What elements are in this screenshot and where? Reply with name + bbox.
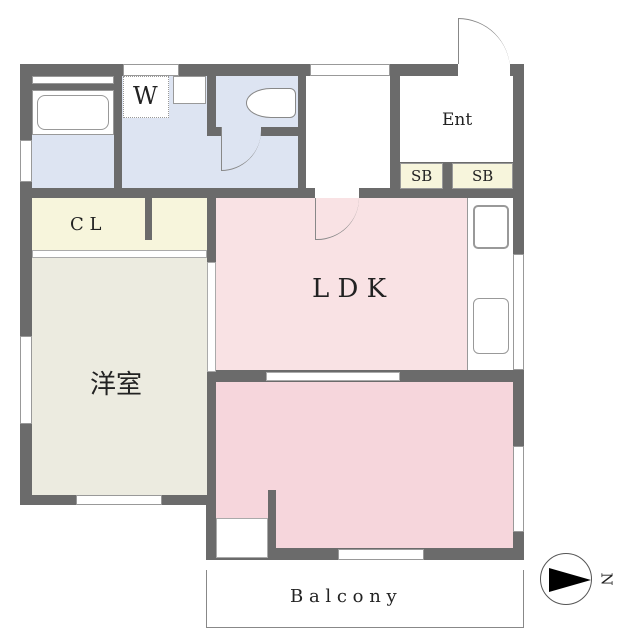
compass-label: N — [597, 572, 616, 586]
shoe-box-1 — [400, 163, 443, 189]
north-arrow-icon — [549, 568, 591, 592]
hall-window[interactable] — [310, 64, 390, 76]
toilet-bowl — [246, 88, 296, 118]
western-room-door[interactable] — [207, 262, 216, 372]
closet-label: C L — [70, 214, 102, 235]
storage-shelf — [32, 76, 114, 84]
ldk-door-opening — [315, 188, 359, 198]
washing-machine-space — [123, 76, 169, 118]
kitchen-window[interactable] — [513, 254, 524, 370]
entrance-door[interactable] — [458, 18, 510, 70]
entrance-label: Ent — [442, 110, 473, 130]
shoe-box-2-label: SB — [472, 167, 494, 185]
bedroom-closet — [216, 518, 268, 558]
stove-icon — [473, 205, 509, 249]
bath-window[interactable] — [20, 140, 32, 182]
western-room-label: 洋室 — [90, 370, 143, 400]
compass — [540, 553, 592, 605]
western-window-bottom[interactable] — [76, 495, 162, 505]
western-window-left[interactable] — [20, 336, 32, 424]
balcony — [206, 570, 524, 628]
bedroom-closet-wall — [268, 490, 276, 558]
balcony-label: B a l c o n y — [290, 586, 397, 607]
ldk-label: L D K — [312, 274, 387, 304]
ldk-bedroom-sliding-door[interactable] — [266, 372, 400, 381]
hallway — [306, 76, 390, 188]
washroom-label: W — [133, 82, 158, 110]
bathtub — [32, 90, 114, 135]
entrance — [400, 76, 513, 162]
closet-doors[interactable] — [32, 250, 207, 258]
shoe-box-2 — [452, 163, 513, 189]
closet — [32, 198, 207, 250]
western-room — [32, 258, 207, 495]
toilet-wall — [207, 76, 216, 136]
kitchen-sink-icon — [473, 298, 509, 354]
balcony-window[interactable] — [338, 549, 424, 560]
shoe-box-1-label: SB — [411, 167, 433, 185]
sink — [173, 76, 206, 104]
washroom-window[interactable] — [123, 64, 179, 76]
bedroom-window-right[interactable] — [513, 446, 524, 532]
closet-divider — [145, 198, 152, 240]
entrance-opening — [458, 64, 510, 76]
